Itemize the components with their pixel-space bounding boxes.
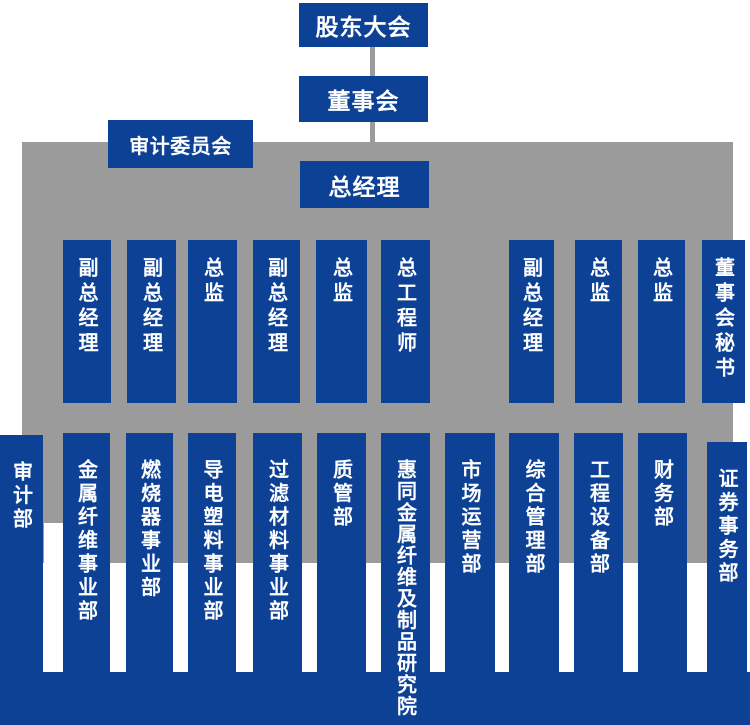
org-box-label: 燃烧器事业部 (137, 459, 162, 600)
org-box-director-1: 总监 (188, 240, 237, 403)
connector-board-gm (370, 122, 375, 162)
org-box-label: 综合管理部 (522, 459, 546, 577)
org-box-label: 总工程师 (393, 257, 418, 357)
org-box-label: 证券事务部 (715, 468, 739, 586)
org-box-director-4: 总监 (638, 240, 685, 403)
org-box-general-manager: 总经理 (300, 161, 429, 208)
org-box-deputy-general-manager-4: 副总经理 (509, 240, 554, 403)
org-box-label: 总监 (649, 257, 674, 307)
org-box-label: 总监 (329, 257, 354, 307)
org-box-label: 工程设备部 (586, 459, 611, 577)
org-box-securities-affairs-dept: 证券事务部 (707, 442, 747, 725)
org-box-label: 财务部 (650, 459, 675, 530)
org-box-deputy-general-manager-3: 副总经理 (253, 240, 300, 403)
org-box-finance-dept: 财务部 (638, 433, 687, 725)
org-box-label: 市场运营部 (458, 459, 482, 577)
org-box-conductive-plastics-division: 导电塑料事业部 (188, 433, 236, 725)
org-box-label: 董事会秘书 (711, 257, 736, 382)
org-box-quality-management-dept: 质管部 (317, 433, 366, 725)
org-box-label: 惠同金属纤维及制品研究院 (393, 459, 418, 717)
org-box-board-secretary: 董事会秘书 (702, 240, 745, 403)
org-box-label: 质管部 (329, 459, 354, 530)
org-box-label: 总监 (586, 257, 611, 307)
org-box-label: 副总经理 (519, 257, 544, 357)
bottom-blue-banner (0, 672, 750, 725)
org-box-marketing-operations-dept: 市场运营部 (445, 433, 495, 725)
org-box-director-3: 总监 (575, 240, 622, 403)
org-box-burner-division: 燃烧器事业部 (126, 433, 173, 725)
org-box-shareholders-meeting: 股东大会 (299, 3, 428, 47)
org-box-label: 副总经理 (264, 257, 289, 357)
org-box-audit-committee: 审计委员会 (108, 120, 253, 168)
org-box-label: 总监 (200, 257, 225, 307)
org-box-label: 导电塑料事业部 (200, 459, 224, 624)
org-box-metal-fiber-products-research-institute: 惠同金属纤维及制品研究院 (381, 433, 430, 725)
org-box-director-2: 总监 (316, 240, 367, 403)
connector-shareholders-board (370, 47, 375, 76)
org-box-deputy-general-manager-2: 副总经理 (127, 240, 176, 403)
org-box-label: 审计部 (9, 461, 34, 532)
org-box-label: 副总经理 (139, 257, 164, 357)
org-box-metal-fiber-division: 金属纤维事业部 (63, 433, 110, 725)
org-box-label: 副总经理 (75, 257, 99, 357)
org-box-chief-engineer: 总工程师 (381, 240, 430, 403)
org-box-board-of-directors: 董事会 (299, 76, 428, 122)
org-box-filter-materials-division: 过滤材料事业部 (253, 433, 302, 725)
org-box-general-administration-dept: 综合管理部 (509, 433, 559, 725)
org-box-label: 过滤材料事业部 (265, 459, 290, 624)
org-box-label: 金属纤维事业部 (74, 459, 99, 624)
org-box-audit-dept: 审计部 (0, 435, 43, 725)
org-box-deputy-general-manager-1: 副总经理 (63, 240, 111, 403)
backdrop-notch (44, 523, 63, 564)
org-box-engineering-equipment-dept: 工程设备部 (574, 433, 623, 725)
